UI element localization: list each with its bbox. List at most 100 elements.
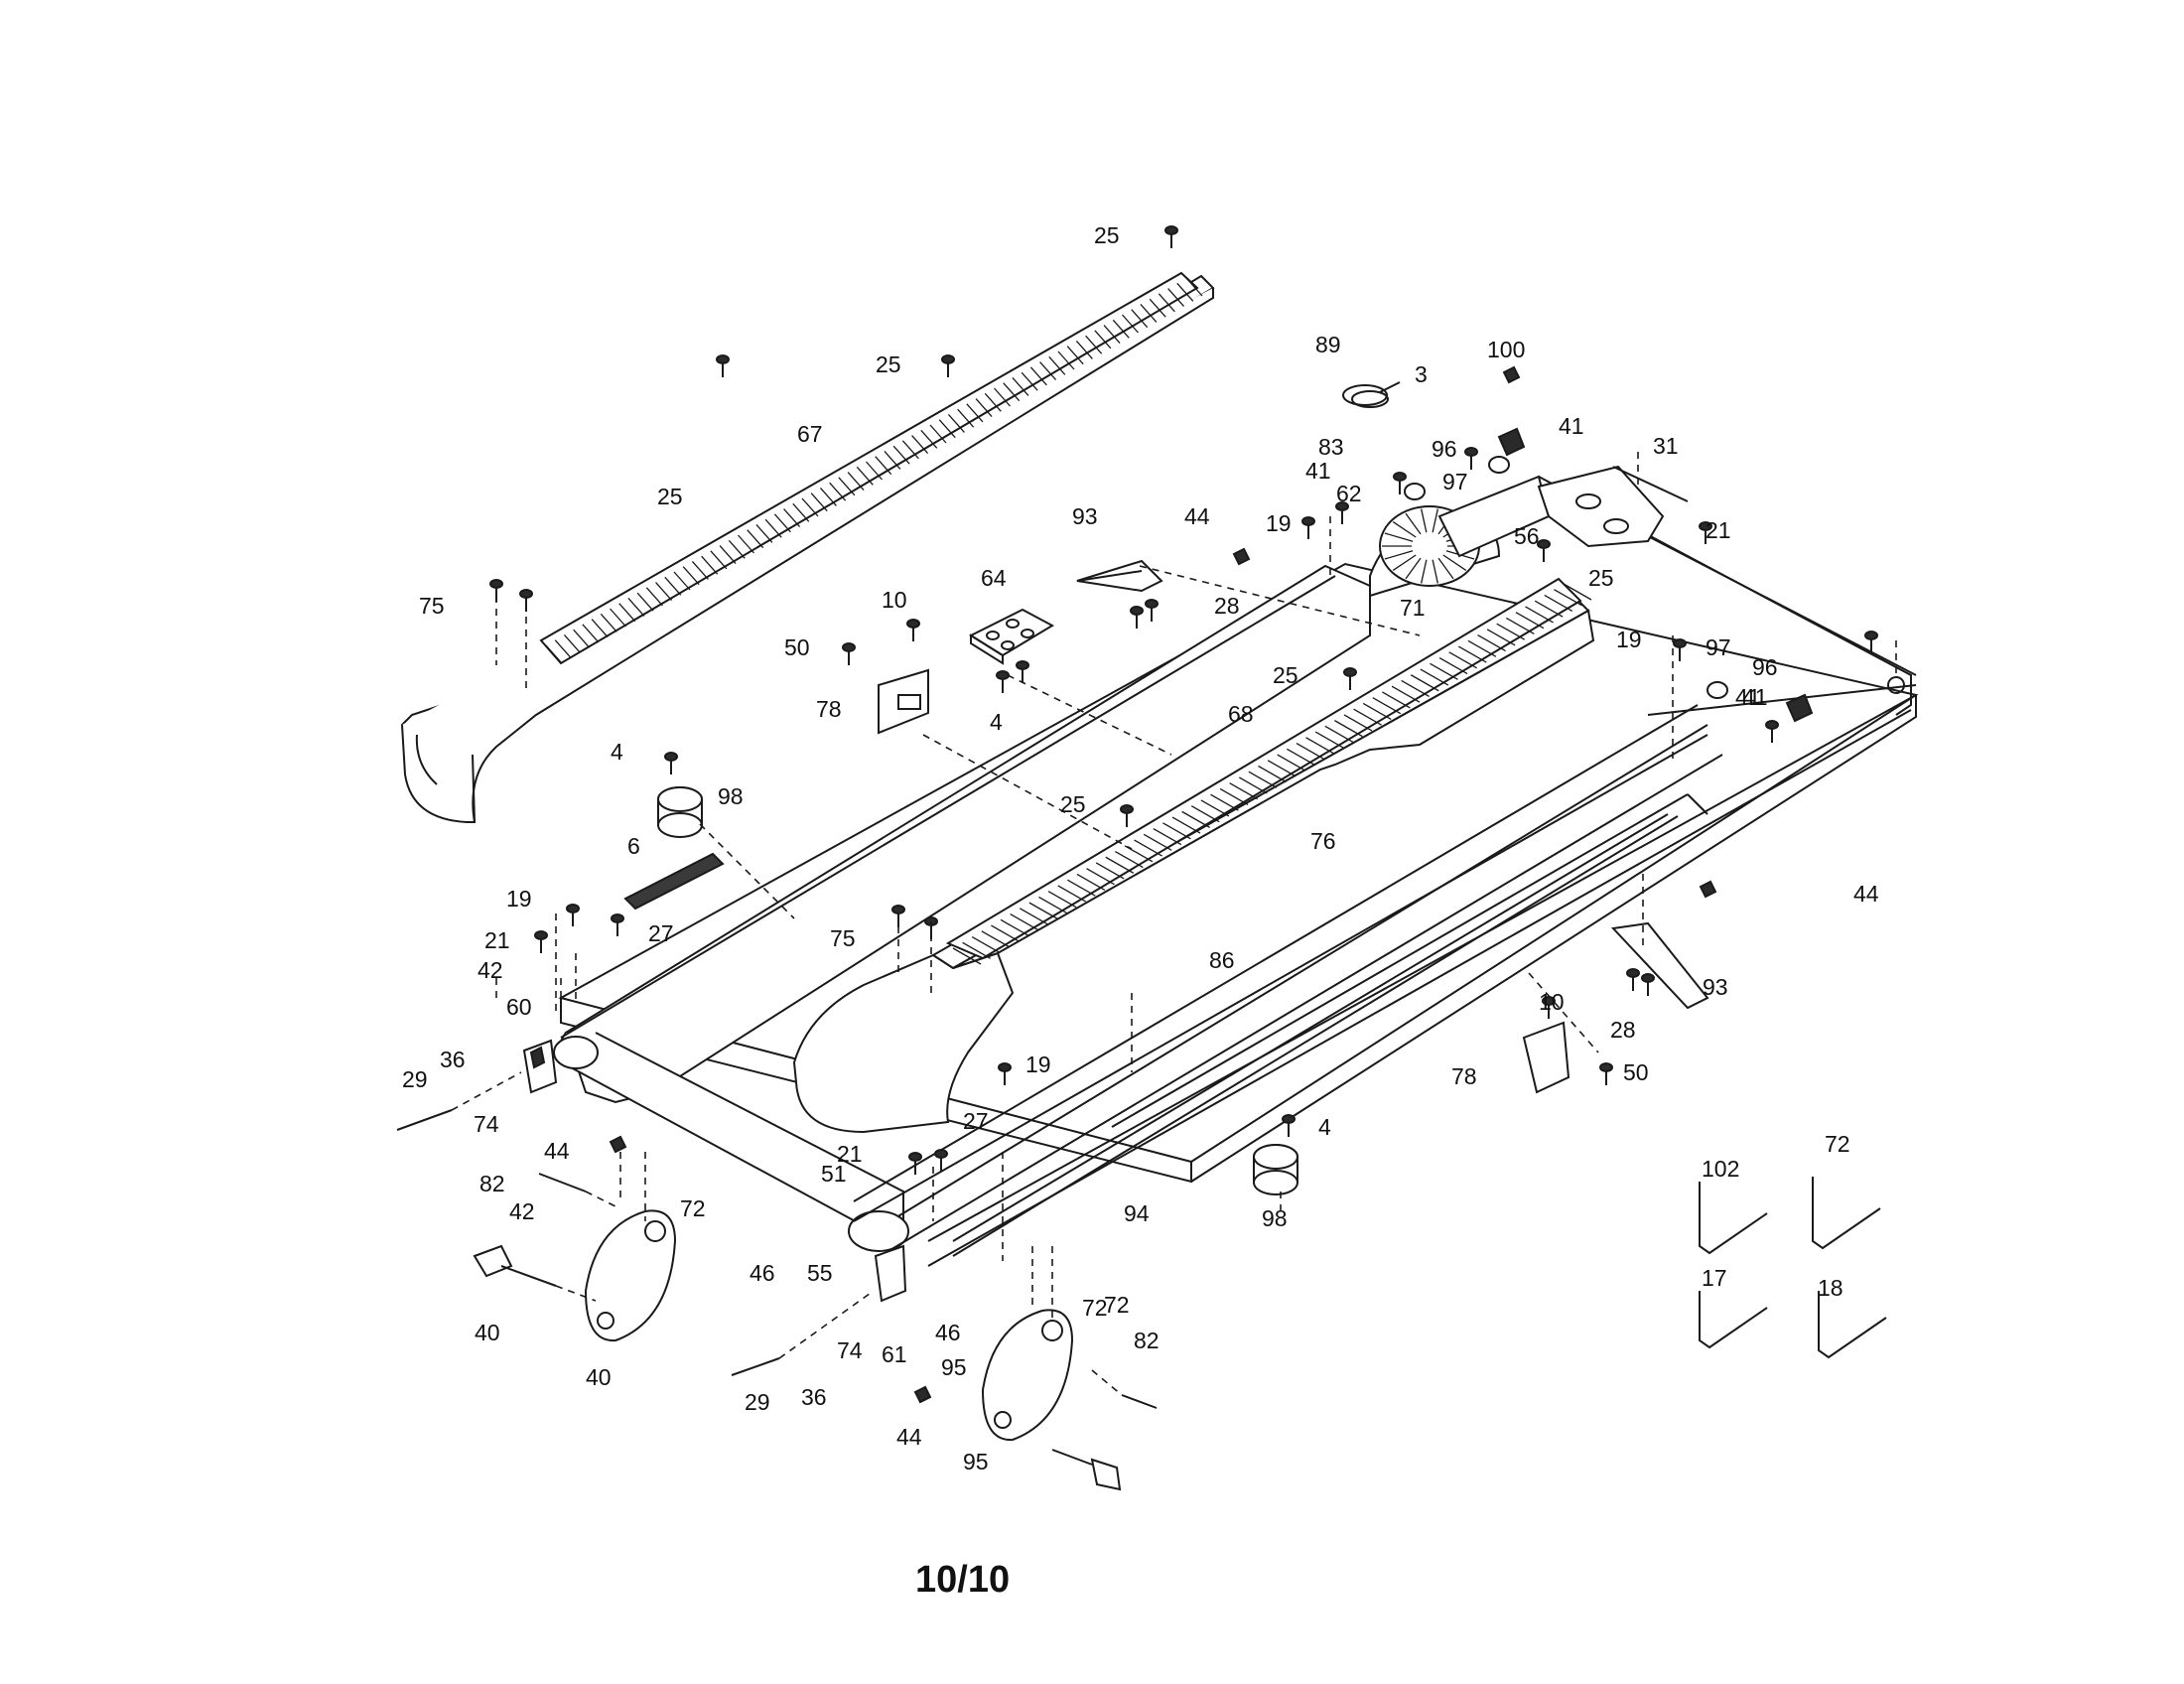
callout-label: 42	[509, 1198, 535, 1224]
tread-slat	[582, 624, 600, 643]
tread-slat	[1029, 366, 1047, 386]
tread-slat	[1334, 720, 1363, 738]
flywheel-fin	[1432, 559, 1438, 584]
tread-slat	[554, 639, 572, 659]
tread-slat	[1019, 908, 1048, 925]
callout-label: 25	[1273, 662, 1298, 688]
callout-label: 27	[648, 920, 674, 946]
screw-head	[519, 589, 533, 599]
part-78-clip-right	[1522, 1021, 1570, 1094]
flywheel-fin	[1442, 554, 1467, 571]
screw-head	[534, 930, 548, 940]
callout-label: 72	[680, 1195, 706, 1221]
page-number-label: 10/10	[915, 1559, 1010, 1601]
callout-label: 18	[1818, 1275, 1843, 1301]
part-40-handle-front	[1051, 1449, 1122, 1491]
callout-label: 44	[1853, 881, 1879, 907]
tread-slat	[1238, 776, 1268, 794]
tread-slat	[627, 597, 645, 617]
tread-slat	[1448, 651, 1478, 669]
front-roller	[848, 734, 1723, 1252]
callout-label: 75	[830, 925, 856, 951]
callout-label: 82	[479, 1171, 505, 1196]
part-31-bolt	[1612, 466, 1689, 502]
part-6-grille	[623, 852, 725, 911]
part-29-pin-front	[731, 1357, 780, 1376]
tread-slat	[792, 502, 810, 522]
callout-label: 19	[1025, 1052, 1051, 1077]
tread-slat	[1372, 697, 1402, 715]
callout-label: 42	[478, 957, 503, 983]
screw-head	[1537, 539, 1551, 549]
screw-head	[1145, 599, 1159, 609]
tread-slat	[1457, 645, 1487, 663]
flywheel-fin	[1405, 512, 1422, 535]
tread-slat	[1314, 731, 1344, 749]
tread-slat	[1563, 583, 1592, 601]
tread-slat	[884, 450, 901, 470]
tread-slat	[1131, 309, 1149, 329]
tread-slat	[957, 408, 975, 428]
tread-slat	[563, 633, 581, 653]
callout-label: 67	[797, 421, 823, 447]
screw-head	[1641, 973, 1655, 983]
tread-slat	[981, 930, 1011, 948]
tread-slat	[991, 924, 1020, 942]
part-78-clip	[878, 668, 929, 735]
screw-head	[716, 354, 730, 364]
part-82-bolt-front	[1121, 1394, 1158, 1409]
tread-slat	[655, 582, 673, 602]
part-97-washer	[1404, 483, 1426, 500]
tread-slat	[1277, 754, 1306, 772]
tread-slat	[875, 456, 892, 476]
tread-slat	[1076, 873, 1106, 892]
tread-slat	[847, 472, 865, 491]
part-44-nut-right	[1699, 880, 1717, 899]
callout-label: 21	[837, 1141, 863, 1167]
tread-slat	[1176, 282, 1194, 302]
part-96-clip-right	[1785, 693, 1814, 723]
tread-slat	[1287, 748, 1315, 766]
screw-head	[891, 905, 905, 914]
screw-head	[908, 1152, 922, 1162]
callout-label: 62	[1336, 481, 1362, 506]
callout-label: 41	[1735, 684, 1761, 710]
callout-label: 98	[718, 783, 744, 809]
callout-label: 28	[1610, 1017, 1636, 1043]
tread-slat	[1515, 612, 1545, 630]
callout-label: 50	[784, 634, 810, 660]
tread-slat	[1038, 896, 1067, 913]
callout-label: 51	[821, 1161, 847, 1187]
tread-slat	[810, 492, 828, 512]
tread-slat	[1140, 303, 1158, 323]
tread-slat	[1554, 589, 1582, 607]
tread-slat	[1086, 868, 1115, 886]
tread-slat	[1048, 355, 1066, 375]
tread-slat	[1000, 918, 1029, 936]
tread-slat	[1420, 668, 1449, 686]
callout-label: 72	[1082, 1295, 1108, 1321]
tread-slat	[1094, 330, 1112, 350]
screw-head	[566, 904, 580, 913]
tread-slat	[773, 513, 791, 533]
rear-roller	[553, 575, 1336, 1069]
callout-label: 72	[1825, 1131, 1850, 1157]
callout-label: 29	[745, 1389, 770, 1415]
rail-tread-left	[539, 271, 1203, 665]
part-96-clip	[1497, 427, 1526, 457]
tread-slat	[1353, 708, 1382, 726]
callout-label: 4	[1318, 1114, 1331, 1140]
tread-slat	[1143, 833, 1172, 851]
callout-label: 98	[1262, 1205, 1288, 1231]
tread-slat	[1229, 782, 1258, 800]
callout-label: 29	[402, 1066, 428, 1092]
callout-label: 76	[1310, 828, 1336, 854]
tread-slat	[1085, 335, 1103, 354]
tread-slat	[947, 413, 965, 433]
callout-label: 82	[1134, 1328, 1160, 1353]
tread-slat	[1134, 839, 1162, 857]
tread-slat	[1021, 371, 1038, 391]
tread-slat	[929, 424, 947, 444]
